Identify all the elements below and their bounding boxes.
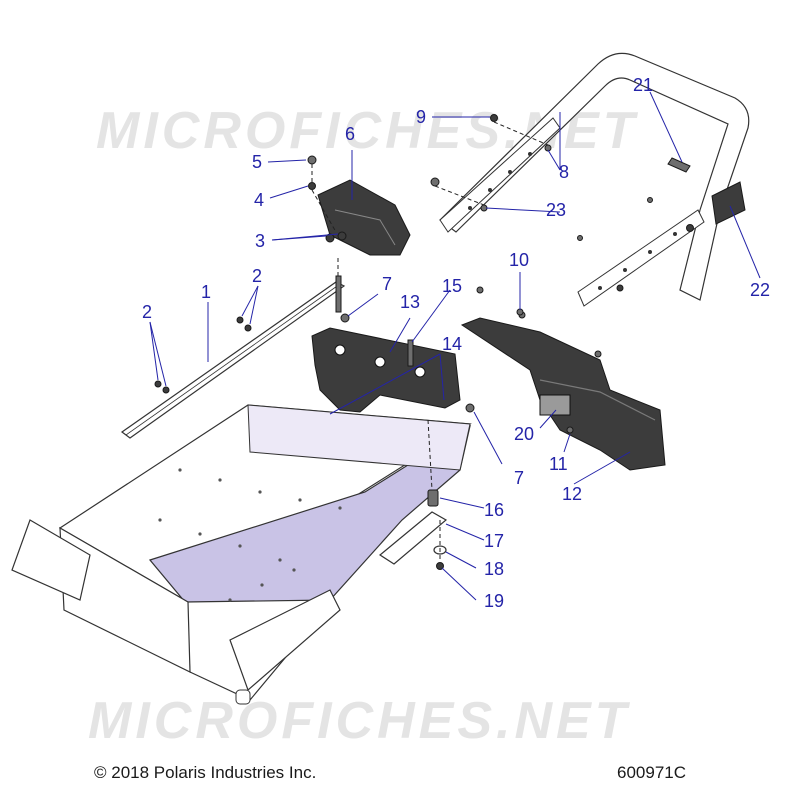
callout-4: 4 [254, 190, 264, 210]
callout-6: 6 [345, 124, 355, 144]
front-bumper [11, 519, 91, 601]
callout-15: 15 [442, 276, 462, 296]
callout-13: 13 [400, 292, 420, 312]
callout-21: 21 [633, 75, 653, 95]
callout-17: 17 [484, 531, 504, 551]
part-5-nut [307, 155, 317, 165]
callout-12: 12 [562, 484, 582, 504]
part-12-rear-flap [460, 286, 666, 471]
callout-16: 16 [484, 500, 504, 520]
callout-10: 10 [509, 250, 529, 270]
callout-8: 8 [559, 162, 569, 182]
callout-14: 14 [442, 334, 462, 354]
watermark-bottom: MICROFICHES.NET [88, 692, 631, 750]
callout-20: 20 [514, 424, 534, 444]
callout-22: 22 [750, 280, 770, 300]
part-19-nut [436, 562, 444, 570]
part-2-screws [154, 316, 252, 394]
callout-1: 1 [201, 282, 211, 302]
callout-7a: 7 [382, 274, 392, 294]
part-8-grab-bar [439, 52, 750, 307]
hardware-3-4-5 [307, 155, 347, 243]
lower-hardware-stack [378, 419, 448, 570]
callout-9: 9 [416, 107, 426, 127]
part-15-bolt [407, 339, 414, 367]
callout-5: 5 [252, 152, 262, 172]
part-20-bracket [539, 394, 571, 416]
callout-3: 3 [255, 231, 265, 251]
part-22-badge [711, 181, 746, 225]
callout-2b: 2 [252, 266, 262, 286]
part-16-spacer [427, 489, 439, 507]
hardware-9-23 [430, 114, 694, 292]
callout-18: 18 [484, 559, 504, 579]
callout-11: 11 [549, 454, 568, 474]
callout-7b: 7 [514, 468, 524, 488]
chassis-tunnel [11, 404, 472, 705]
part-21-decal [667, 157, 691, 173]
callout-2a: 2 [142, 302, 152, 322]
part-11-fastener [566, 426, 574, 434]
part-4-washer [308, 182, 316, 190]
part-13-plate [311, 327, 461, 413]
callout-19: 19 [484, 591, 504, 611]
part-7-bolts [335, 258, 475, 413]
copyright-notice: © 2018 Polaris Industries Inc. [94, 763, 317, 782]
callout-23: 23 [546, 200, 566, 220]
callout-labels: 1 2 2 3 4 5 6 7 7 8 9 10 11 12 13 14 15 … [142, 75, 770, 611]
figure-id: 600971C [617, 763, 687, 782]
leader-lines [149, 91, 761, 601]
footrest [229, 589, 341, 692]
part-1-rail [120, 281, 346, 439]
part-6-bracket [317, 179, 411, 256]
part-17-pad [378, 511, 448, 565]
